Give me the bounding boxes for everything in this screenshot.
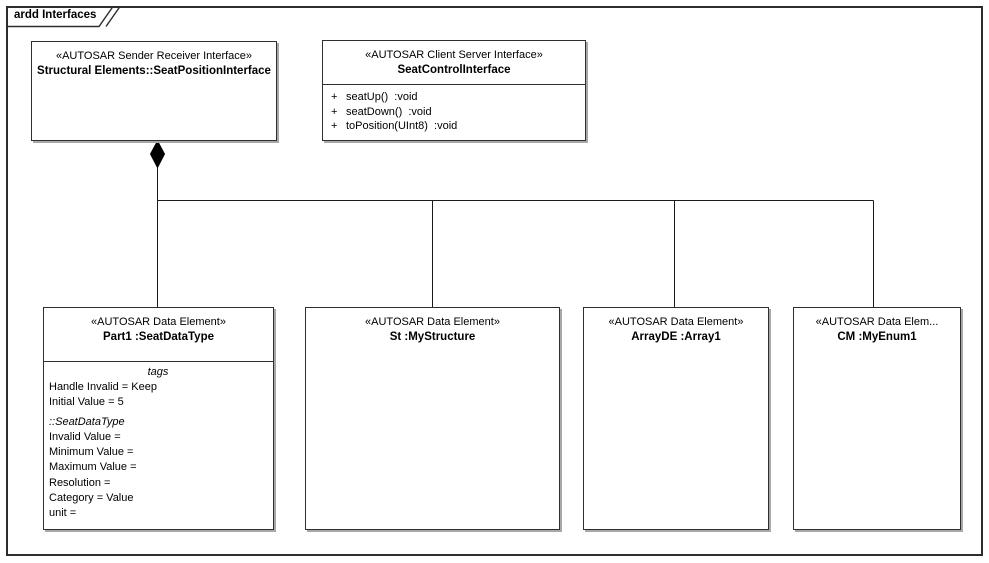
operation-signature: toPosition(UInt8) :void — [346, 120, 458, 132]
frame-tab-outline — [7, 6, 114, 28]
node-name: Structural Elements::SeatPositionInterfa… — [37, 65, 271, 77]
operation-row: + toPosition(UInt8) :void — [331, 119, 585, 134]
tag-line: Resolution = — [49, 476, 111, 489]
operation-row: + seatDown() :void — [331, 105, 585, 120]
operation-visibility: + — [331, 105, 338, 118]
node-header: «AUTOSAR Data Element» ArrayDE :Array1 — [584, 308, 768, 345]
node-name: Part1 :SeatDataType — [103, 331, 214, 343]
tag-line: Category = Value — [49, 492, 134, 505]
node-arrayde-array1[interactable]: «AUTOSAR Data Element» ArrayDE :Array1 — [583, 307, 769, 530]
node-header: «AUTOSAR Data Element» St :MyStructure — [306, 308, 559, 345]
stereotype-label: «AUTOSAR Data Element» — [608, 316, 744, 328]
stereotype-label: «AUTOSAR Client Server Interface» — [365, 49, 543, 61]
node-name: St :MyStructure — [389, 331, 476, 343]
operation-row: + seatUp() :void — [331, 90, 585, 105]
stereotype-label: «AUTOSAR Data Element» — [365, 316, 500, 328]
tags-title: tags — [147, 366, 169, 378]
tags-compartment: tags Handle Invalid = Keep Initial Value… — [44, 361, 273, 522]
node-header: «AUTOSAR Data Element» Part1 :SeatDataTy… — [44, 308, 273, 361]
node-seat-position-interface[interactable]: «AUTOSAR Sender Receiver Interface» Stru… — [31, 41, 277, 141]
operation-signature: seatUp() :void — [346, 91, 418, 103]
node-header: «AUTOSAR Client Server Interface» SeatCo… — [323, 41, 585, 84]
frame-label: ardd Interfaces — [14, 9, 97, 21]
frame-tab-decoration — [105, 6, 121, 27]
node-cm-my-enum1[interactable]: «AUTOSAR Data Elem... CM :MyEnum1 — [793, 307, 961, 530]
node-part1-seat-data-type[interactable]: «AUTOSAR Data Element» Part1 :SeatDataTy… — [43, 307, 274, 530]
tag-line: Handle Invalid = Keep — [49, 381, 157, 393]
diagram-frame — [6, 6, 983, 556]
operations-compartment: + seatUp() :void + seatDown() :void + toPos… — [323, 84, 585, 134]
operation-visibility: + — [331, 91, 338, 103]
stereotype-label: «AUTOSAR Data Element» — [91, 316, 226, 328]
node-seat-control-interface[interactable]: «AUTOSAR Client Server Interface» SeatCo… — [322, 40, 586, 141]
tag-line: Invalid Value = — [49, 430, 121, 443]
node-name: CM :MyEnum1 — [837, 331, 917, 343]
tag-line: Initial Value = 5 — [49, 396, 124, 409]
operation-visibility: + — [331, 120, 338, 132]
stereotype-label: «AUTOSAR Sender Receiver Interface» — [55, 50, 253, 62]
operation-signature: seatDown() :void — [346, 105, 432, 118]
stereotype-label: «AUTOSAR Data Elem... — [815, 316, 939, 328]
node-header: «AUTOSAR Sender Receiver Interface» Stru… — [32, 42, 276, 79]
tag-line: Maximum Value = — [49, 461, 137, 474]
tag-line: unit = — [49, 507, 77, 520]
node-name: ArrayDE :Array1 — [631, 331, 721, 343]
node-name: SeatControlInterface — [397, 64, 511, 76]
composition-diamond[interactable] — [149, 139, 166, 169]
type-reference-label: ::SeatDataType — [49, 415, 125, 428]
node-st-my-structure[interactable]: «AUTOSAR Data Element» St :MyStructure — [305, 307, 560, 530]
tag-line: Minimum Value = — [49, 446, 134, 459]
node-header: «AUTOSAR Data Elem... CM :MyEnum1 — [794, 308, 960, 345]
